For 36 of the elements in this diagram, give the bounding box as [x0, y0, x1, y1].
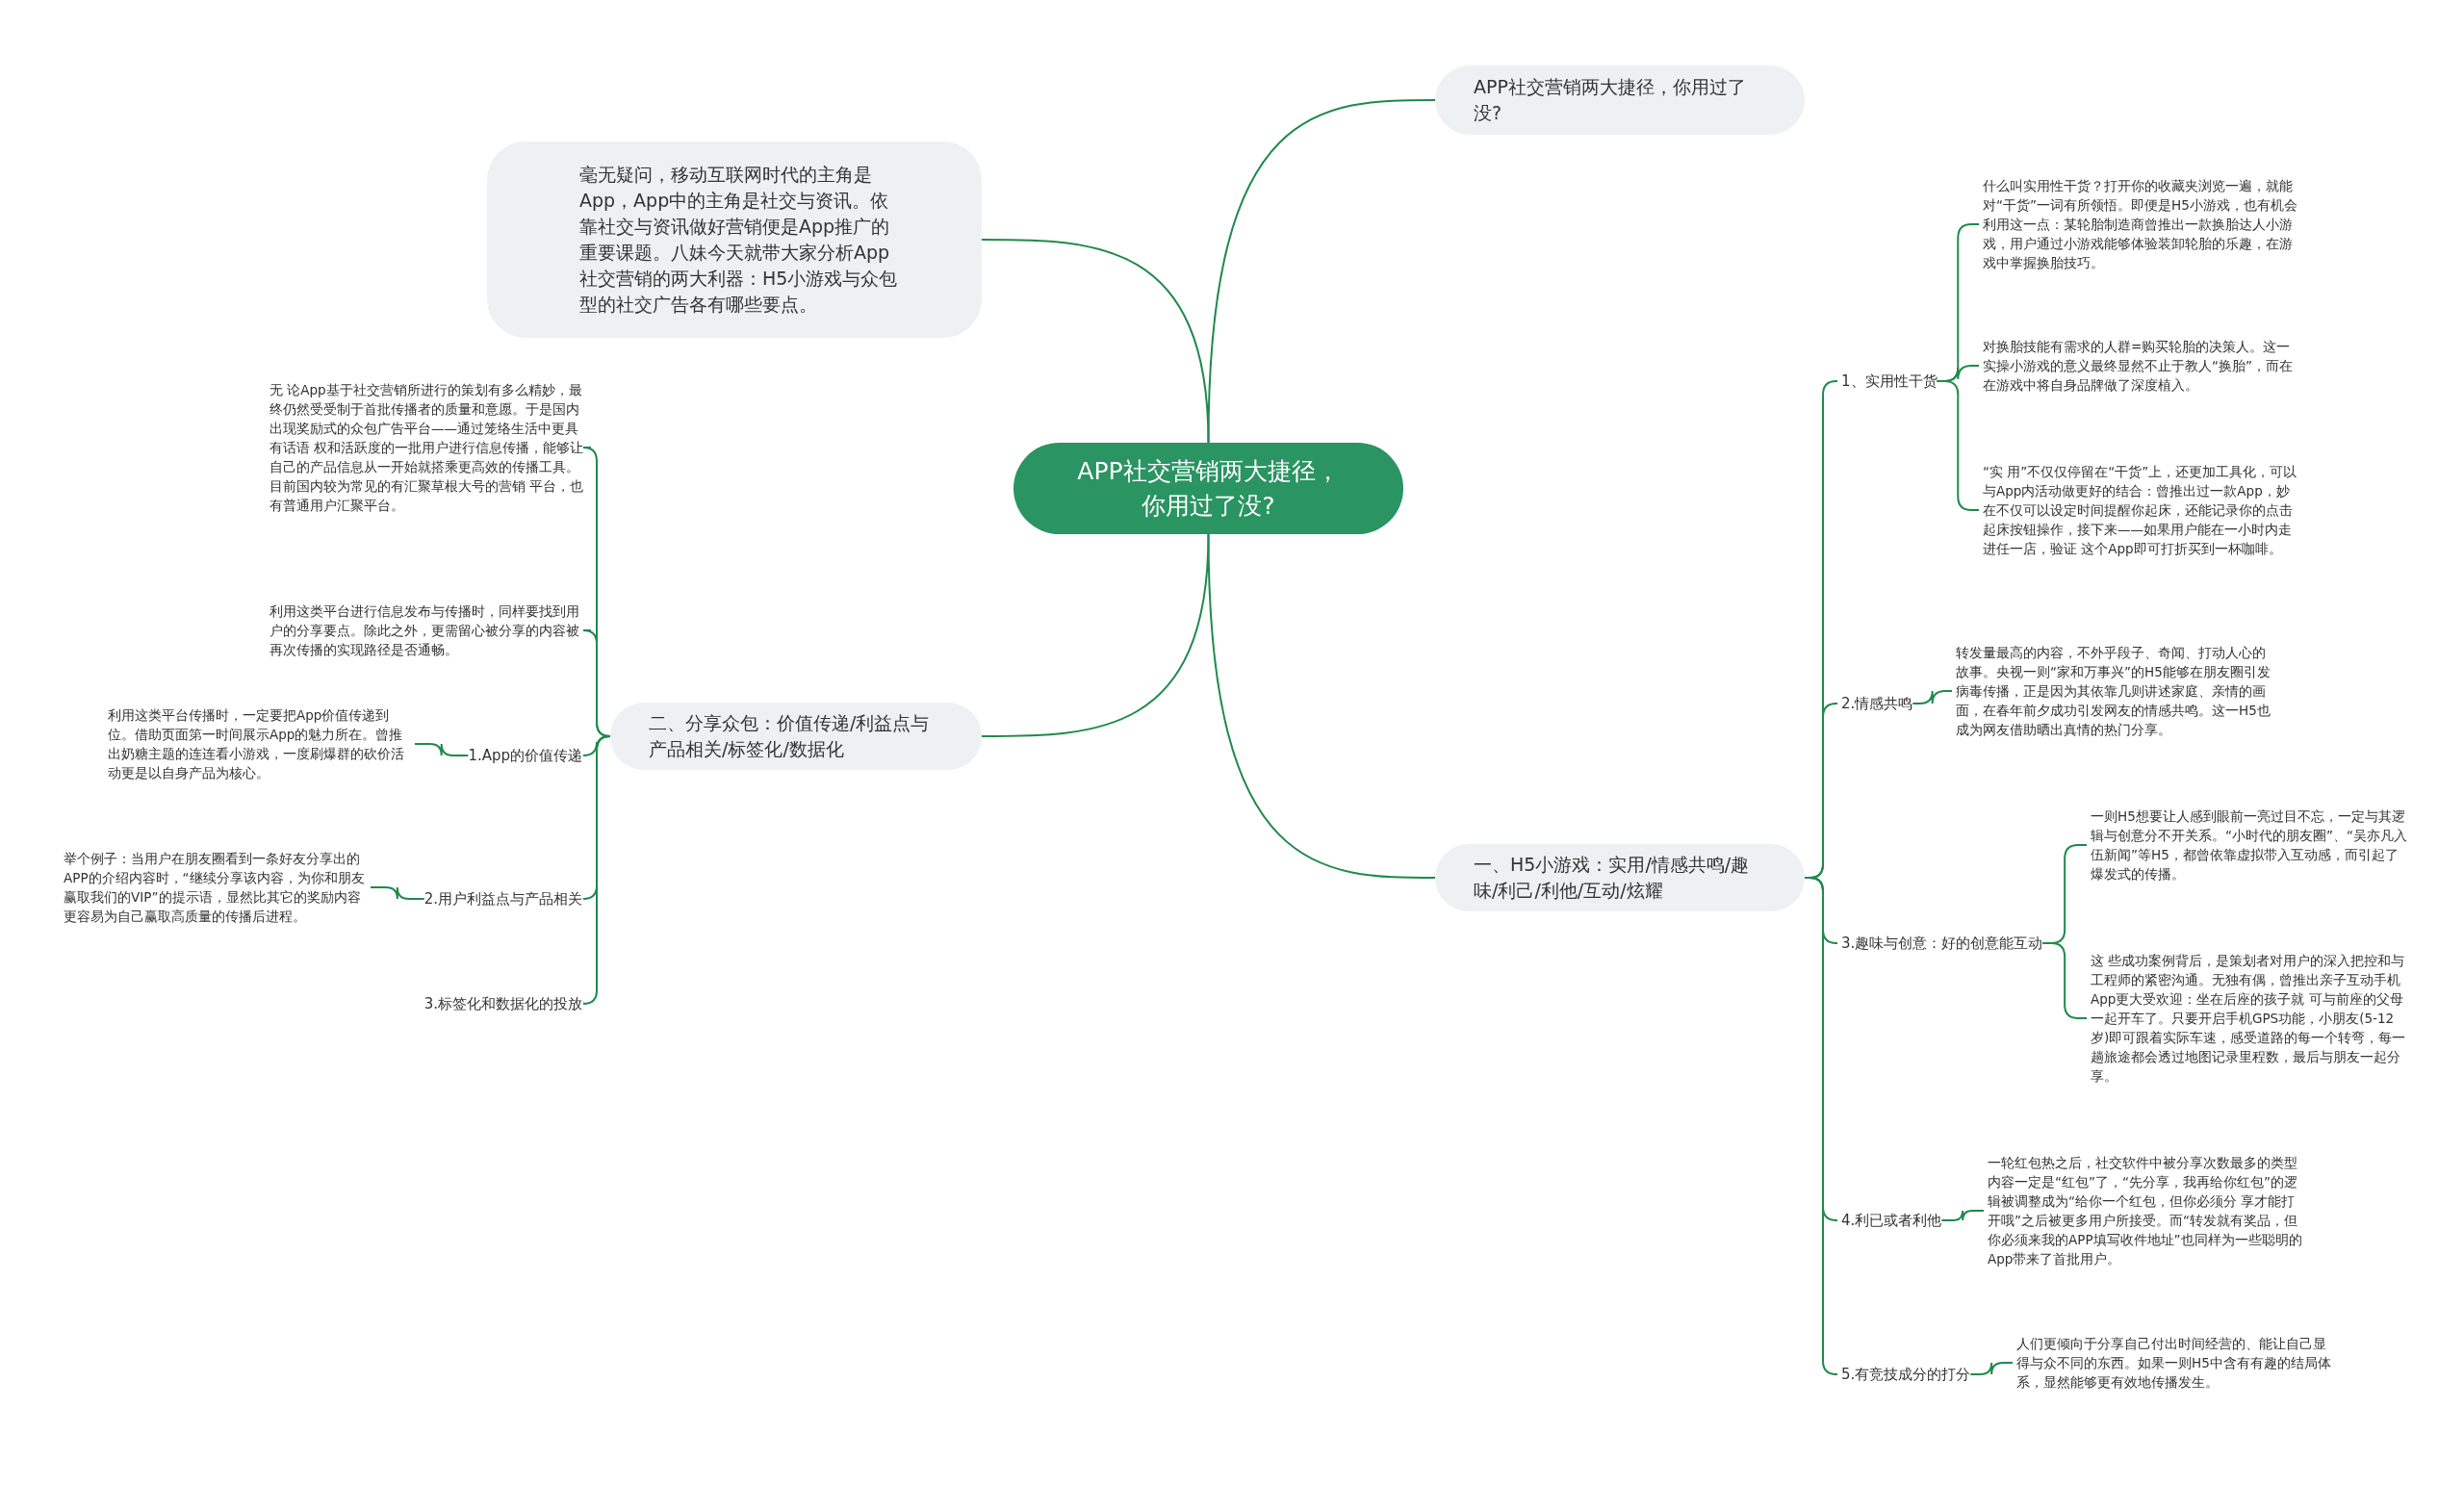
- connector-line: [981, 239, 1210, 444]
- note-text: 对换胎技能有需求的人群=购买轮胎的决策人。这一实操小游戏的意义最终显然不止于教人“换胎”，而在在游戏中将自身品牌做了深度植入。: [1983, 337, 2300, 395]
- topic-text: 二、分享众包：价值传递/利益点与产品相关/标签化/数据化: [649, 711, 931, 761]
- connector-line: [582, 735, 611, 1005]
- branch-label: 2.用户利益点与产品相关: [424, 889, 582, 909]
- branch-label: 3.标签化和数据化的投放: [424, 994, 582, 1013]
- note-text: 什么叫实用性干货？打开你的收藏夹浏览一遍，就能对“干货”一词有所领悟。即便是H5小游戏，也有机会利用这一点：某轮胎制造商曾推出一款换胎达人小游戏，用户通过小游戏能够体验装卸轮胎的乐趣，在游戏中掌握换胎技巧。: [1983, 176, 2300, 272]
- topic-text: 毫无疑问，移动互联网时代的主角是App，App中的主角是社交与资讯。依靠社交与资讯做好营销便是App推广的重要课题。八妹今天就带大家分析App社交营销的两大利器：H5小游戏与众包型的社交广告各有哪些要点。: [579, 163, 899, 317]
- note-text: 这 些成功案例背后，是策划者对用户的深入把控和与工程师的紧密沟通。无独有偶，曾推出亲子互动手机App更大受欢迎：坐在后座的孩子就 可与前座的父母一起开车了。只要开启手机GPS功能，小朋友(5-12岁)即可跟着实际车速，感受道路的每一个转弯，每一趟旅途都会透过地图记录里程数，最后与朋友一起分享。: [2091, 951, 2408, 1086]
- connector-line: [981, 533, 1210, 737]
- topic-text: 一、H5小游戏：实用/情感共鸣/趣味/利己/利他/互动/炫耀: [1474, 853, 1751, 903]
- topic-text: APP社交营销两大捷径，你用过了没?: [1076, 455, 1341, 522]
- connector-line: [370, 886, 425, 900]
- note-text: 转发量最高的内容，不外乎段子、奇闻、打动人心的故事。央视一则“家和万事兴”的H5能够在朋友圈引发病毒传播，正是因为其依靠几则讲述家庭、亲情的画面，在春年前夕成功引发网友的情感共鸣。这一H5也成为网友借助晒出真情的热门分享。: [1956, 643, 2273, 739]
- connector-line: [414, 743, 470, 756]
- connector-line: [1912, 690, 1953, 704]
- branch-label: 5.有竞技成分的打分: [1841, 1365, 1971, 1384]
- note-text: 无 论App基于社交营销所进行的策划有多么精妙，最终仍然受受制于首批传播者的质量和意愿。于是国内出现奖励式的众包广告平台——通过笼络生活中更具有话语 权和活跃度的一批用户进行信息传播，能够让自己的产品信息从一开始就搭乘更高效的传播工具。目前国内较为常见的有汇聚草根大号的营销 平台，也有普通用户汇聚平台。: [270, 380, 587, 515]
- branch-label: 2.情感共鸣: [1841, 694, 1913, 713]
- branch-label: 4.利已或者利他: [1841, 1211, 1942, 1230]
- note-text: “实 用”不仅仅停留在“干货”上，还更加工具化，可以与App内活动做更好的结合：曾推出过一款App，妙在不仅可以设定时间提醒你起床，还能记录你的点击起床按钮操作，接下来——如果用户能在一小时内走进任一店，验证 这个App即可打折买到一杯咖啡。: [1983, 462, 2300, 558]
- connector-line: [1207, 533, 1436, 879]
- branch-label: 1.App的价值传递: [468, 746, 582, 765]
- connector-line: [1207, 99, 1436, 444]
- note-text: 人们更倾向于分享自己付出时间经营的、能让自己显得与众不同的东西。如果一则H5中含有有趣的结局体系，显然能够更有效地传播发生。: [2016, 1334, 2334, 1392]
- topic-pill: [487, 141, 982, 338]
- note-text: 利用这类平台进行信息发布与传播时，同样要找到用户的分享要点。除此之外，更需留心被分享的内容被再次传播的实现路径是否通畅。: [270, 602, 587, 659]
- note-text: 一则H5想要让人感到眼前一亮过目不忘，一定与其逻辑与创意分不开关系。“小时代的朋友圈”、“吴亦凡入伍新闻”等H5，都曾依靠虚拟带入互动感，而引起了爆发式的传播。: [2091, 807, 2408, 883]
- connector-line: [1969, 1362, 2014, 1375]
- branch-label: 1、实用性干货: [1841, 371, 1938, 391]
- branch-label: 3.趣味与创意：好的创意能互动: [1841, 934, 2043, 953]
- note-text: 利用这类平台传播时，一定要把App价值传递到位。借助页面第一时间展示App的魅力所在。曾推出奶糖主题的连连看小游戏，一度刷爆群的砍价活动更是以自身产品为核心。: [108, 705, 411, 782]
- topic-text: APP社交营销两大捷径，你用过了没?: [1474, 75, 1747, 125]
- note-text: 举个例子：当用户在朋友圈看到一条好友分享出的APP的介绍内容时，“继续分享该内容，为你和朋友赢取我们的VIP”的提示语，显然比其它的奖励内容更容易为自己赢取高质量的传播后进程。: [64, 849, 367, 926]
- connector-line: [1940, 1210, 1985, 1221]
- note-text: 一轮红包热之后，社交软件中被分享次数最多的类型内容一定是“红包”了，“先分享，我再给你红包”的逻辑被调整成为“给你一个红包，但你必须分 享才能打开哦”之后被更多用户所接受。而“转发就有奖品，但你必须来我的APP填写收件地址”也同样为一些聪明的App带来了首批用户。: [1988, 1153, 2305, 1268]
